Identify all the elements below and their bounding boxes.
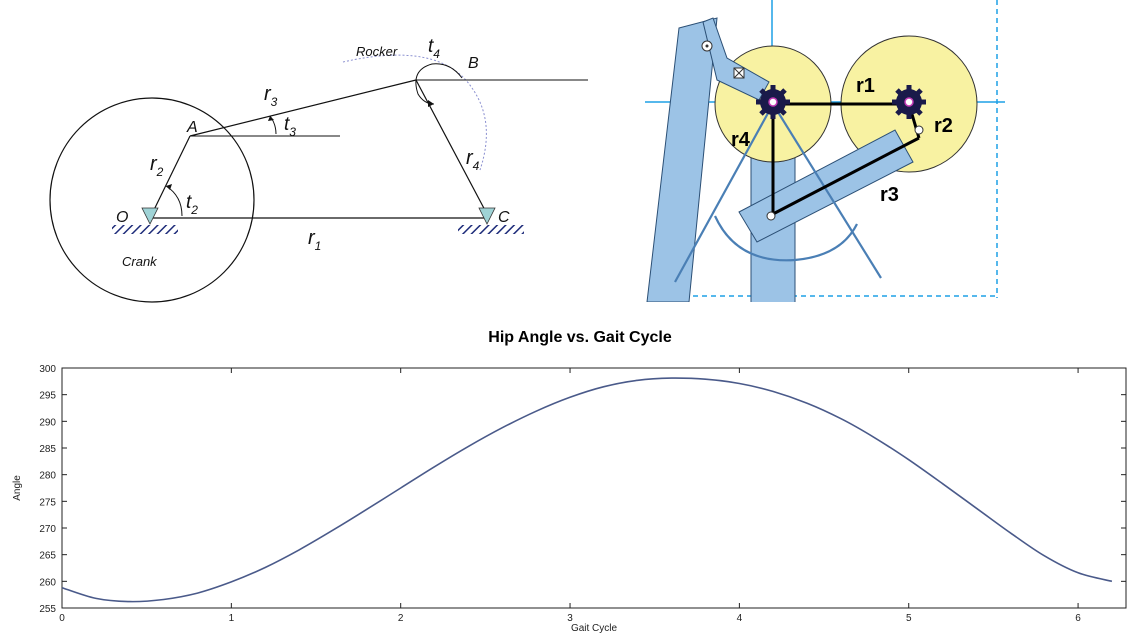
thigh-link-head	[702, 17, 770, 101]
y-tick-label: 275	[39, 497, 56, 508]
label-o: O	[116, 209, 128, 226]
sprocket-right	[892, 85, 926, 119]
x-tick-label: 5	[906, 613, 912, 624]
y-tick-label: 260	[39, 577, 56, 588]
label-mech-r1: r1	[856, 75, 875, 97]
y-axis-label: Angle	[12, 475, 23, 501]
label-mech-r3: r3	[880, 184, 899, 206]
y-tick-label: 255	[39, 604, 56, 615]
thigh-link	[646, 17, 718, 302]
label-c: C	[498, 209, 510, 226]
mechanism-model: r1 r2 r3 r4	[645, 0, 1005, 302]
angle-line-right	[772, 103, 882, 279]
y-tick-label: 265	[39, 551, 56, 562]
label-t2: t2	[186, 192, 198, 217]
label-r4: r4	[466, 147, 480, 173]
label-crank: Crank	[122, 254, 158, 269]
plot-area	[61, 367, 1127, 609]
angle-arc-t4	[415, 63, 463, 105]
pin-r2	[914, 125, 924, 135]
vector-r3	[772, 136, 920, 216]
y-tick-label: 290	[39, 417, 56, 428]
label-r1: r1	[308, 227, 321, 253]
label-mech-r2: r2	[934, 115, 953, 137]
label-b: B	[468, 55, 479, 72]
crank-circle	[49, 97, 255, 303]
label-r3: r3	[264, 83, 278, 109]
series-line-hip-angle	[61, 377, 1113, 603]
pivot-c	[478, 207, 496, 225]
x-axis: 0 1 2 3 4 5 6	[59, 368, 1081, 624]
label-mech-r4: r4	[731, 129, 751, 151]
label-r2: r2	[150, 153, 164, 179]
y-axis: 255 260 265 270 275 280 285 290 295 300	[39, 364, 1126, 615]
pivot-o	[141, 207, 159, 225]
label-t3: t3	[284, 114, 296, 139]
pin-r3	[766, 211, 776, 221]
x-tick-label: 3	[567, 613, 573, 624]
x-tick-label: 0	[59, 613, 65, 624]
label-t4: t4	[428, 36, 440, 61]
ground-hatch-o	[112, 225, 178, 234]
link-r4	[415, 79, 488, 215]
x-tick-label: 2	[398, 613, 404, 624]
x-tick-label: 1	[229, 613, 235, 624]
angle-arc	[714, 215, 858, 262]
ground-hatch-c	[458, 225, 524, 234]
rocker-arc	[342, 54, 487, 171]
y-tick-label: 300	[39, 364, 56, 375]
label-rocker: Rocker	[356, 44, 398, 59]
link-r3	[189, 79, 417, 137]
y-tick-label: 285	[39, 444, 56, 455]
y-tick-label: 280	[39, 471, 56, 482]
x-tick-label: 4	[737, 613, 743, 624]
x-axis-label: Gait Cycle	[571, 623, 618, 634]
hip-angle-chart: Hip Angle vs. Gait Cycle 255260265270275…	[12, 329, 1127, 634]
sprocket-left	[756, 85, 790, 119]
y-tick-label: 295	[39, 391, 56, 402]
linkage-diagram: O A B C r1 r2 r3 r4 t2 t3 t4 Rocker Cran…	[49, 36, 588, 303]
angle-arc-t2	[165, 185, 183, 217]
y-tick-label: 270	[39, 524, 56, 535]
link-r2	[149, 135, 191, 219]
x-tick-label: 6	[1075, 613, 1081, 624]
label-a: A	[186, 119, 198, 136]
chart-title: Hip Angle vs. Gait Cycle	[488, 329, 672, 346]
angle-line-left	[674, 103, 774, 283]
